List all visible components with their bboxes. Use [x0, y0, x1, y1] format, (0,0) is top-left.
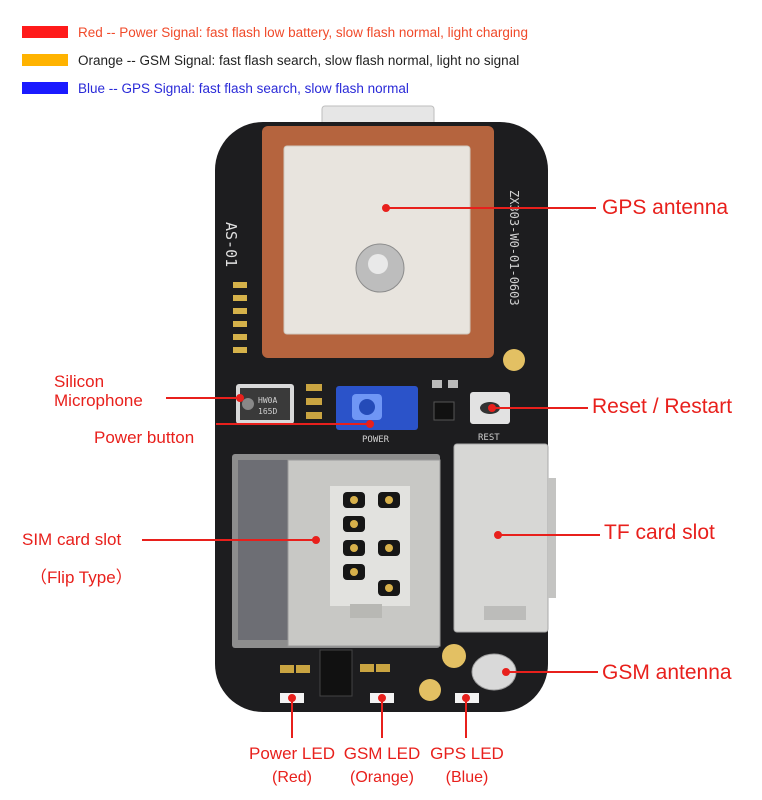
reset-label: Reset / Restart	[592, 395, 733, 418]
power-led-label-line2: (Red)	[271, 769, 312, 786]
legend-orange-text: Orange -- GSM Signal: fast flash search,…	[78, 52, 520, 68]
gps-antenna-label: GPS antenna	[602, 196, 729, 219]
legend-orange-swatch	[22, 54, 68, 66]
legend-blue: Blue -- GPS Signal: fast flash search, s…	[22, 78, 409, 98]
legend-orange: Orange -- GSM Signal: fast flash search,…	[22, 50, 519, 70]
gps-antenna-inner	[283, 145, 471, 335]
legend-red-swatch	[22, 26, 68, 38]
power-led-label-line1: Power LED	[249, 744, 335, 763]
sim-slot-label-line2: （Flip Type）	[30, 568, 133, 587]
power-print: POWER	[362, 435, 390, 445]
mic-label-line2: Microphone	[54, 391, 143, 410]
legend-red-text: Red -- Power Signal: fast flash low batt…	[78, 24, 528, 40]
board-left-print: AS-01	[222, 222, 240, 267]
mic-label-line1: Silicon	[54, 372, 105, 391]
sim-slot-label-line1: SIM card slot	[22, 530, 122, 549]
legend-red: Red -- Power Signal: fast flash low batt…	[22, 22, 528, 42]
gps-led-label-line2: (Blue)	[445, 769, 489, 786]
gsm-led-label-line2: (Orange)	[349, 769, 415, 786]
reset-print: REST	[478, 433, 500, 443]
board-vertical-print: ZX303-W0-01-0603	[507, 190, 521, 306]
gps-led-label-line1: GPS LED	[430, 744, 504, 763]
legend-blue-swatch	[22, 82, 68, 94]
mic-print-2: 165D	[258, 407, 277, 416]
tf-card-slot	[453, 443, 549, 633]
power-button-label: Power button	[94, 428, 195, 447]
tf-card-label: TF card slot	[604, 521, 715, 544]
gold-pad	[442, 644, 466, 668]
gsm-led-label-line1: GSM LED	[343, 744, 421, 763]
mic-print-1: HW0A	[258, 396, 277, 405]
gsm-antenna-label: GSM antenna	[602, 661, 732, 684]
legend-blue-text: Blue -- GPS Signal: fast flash search, s…	[78, 80, 409, 96]
